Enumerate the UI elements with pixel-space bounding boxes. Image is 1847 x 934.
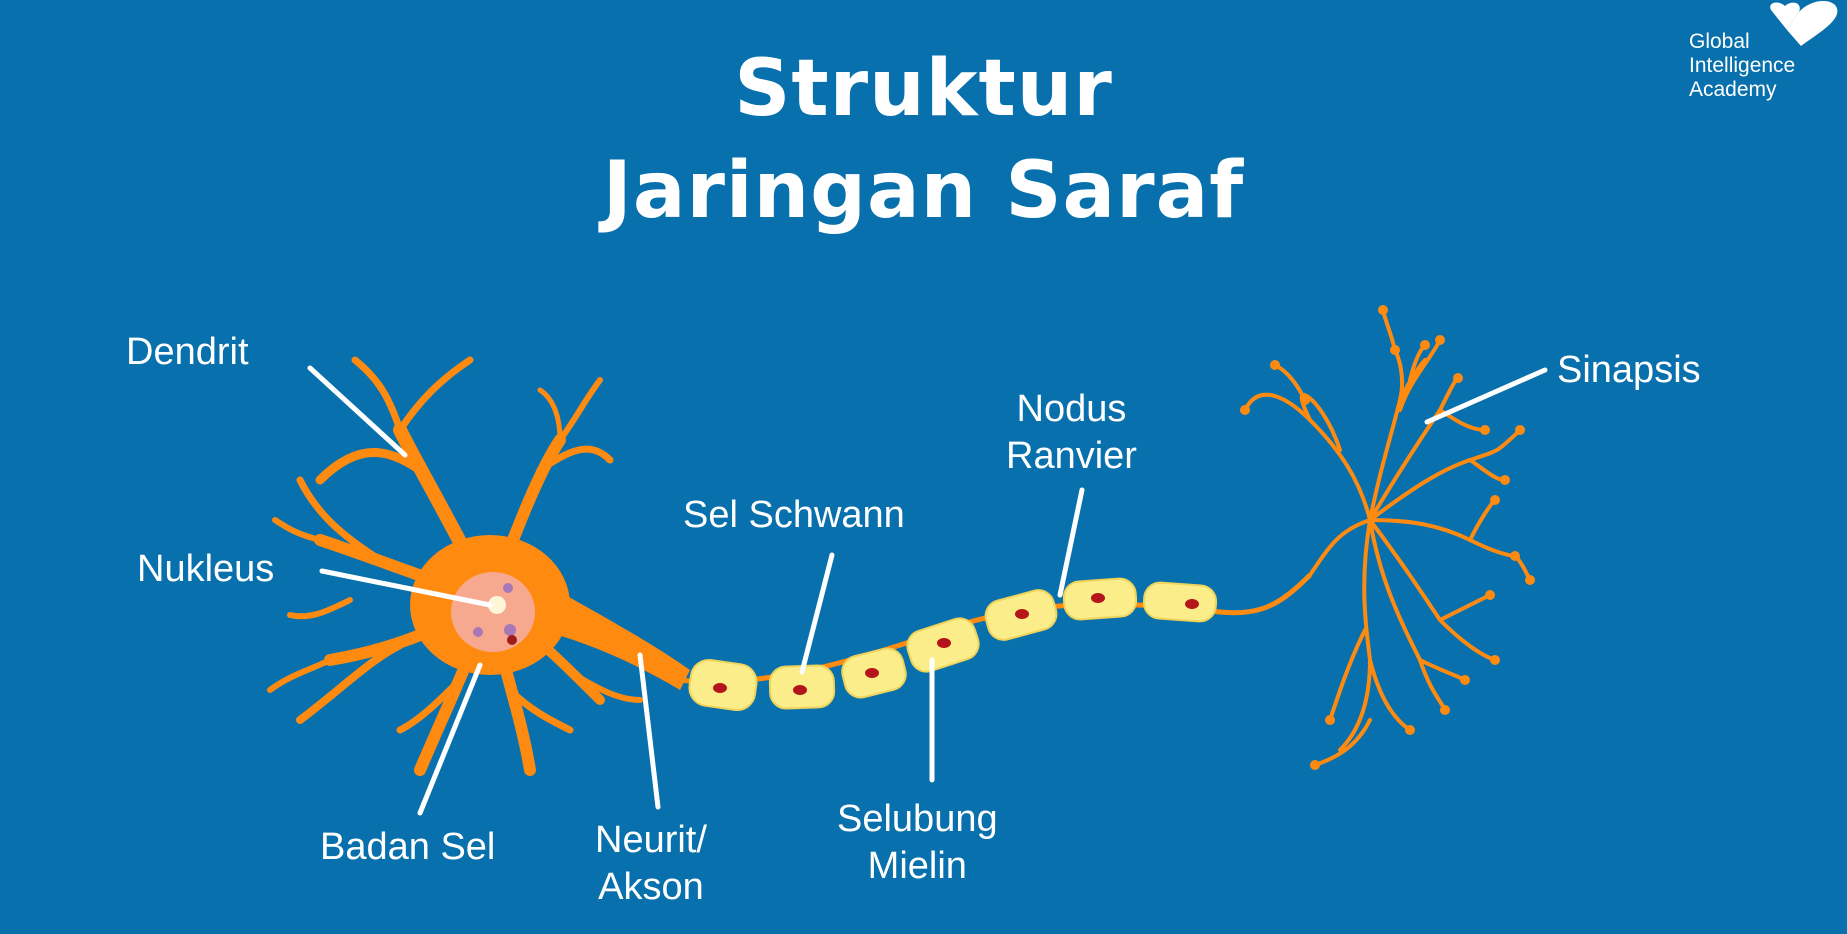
myelin-sheath — [688, 577, 1218, 712]
label-selubung-mielin: Selubung Mielin — [837, 796, 998, 890]
leader-lines — [307, 365, 1548, 816]
label-nodus-line-2: Ranvier — [1006, 435, 1137, 477]
label-nodus-line-1: Nodus — [1016, 388, 1127, 430]
label-sel-schwann: Sel Schwann — [683, 494, 905, 536]
label-sinapsis: Sinapsis — [1557, 349, 1701, 391]
organelle-dot — [503, 583, 513, 593]
synaptic-knobs — [1240, 305, 1535, 770]
label-selubung-line-2: Mielin — [867, 845, 967, 887]
brand-line-3: Academy — [1689, 78, 1777, 101]
label-selubung-line-1: Selubung — [837, 798, 998, 840]
brand-line-2: Intelligence — [1689, 54, 1796, 77]
academy-logo-icon — [1770, 0, 1838, 46]
label-badan-sel: Badan Sel — [320, 826, 496, 868]
title-line-1: Struktur — [734, 44, 1113, 134]
schwann-cell-nuclei — [713, 593, 1199, 695]
title-line-2: Jaringan Saraf — [602, 146, 1245, 236]
label-neurit-akson: Neurit/ Akson — [595, 817, 707, 911]
label-nukleus: Nukleus — [137, 548, 275, 590]
organelle-dot — [504, 624, 516, 636]
axon-hillock — [540, 580, 690, 690]
label-neurit-line-1: Neurit/ — [595, 819, 707, 861]
axon-terminals — [1243, 308, 1532, 767]
organelle-dot — [507, 635, 517, 645]
brand-line-1: Global — [1689, 30, 1750, 53]
label-dendrit: Dendrit — [126, 331, 249, 373]
label-neurit-line-2: Akson — [598, 866, 704, 908]
label-nodus-ranvier: Nodus Ranvier — [1006, 386, 1137, 480]
organelle-dot — [473, 627, 483, 637]
nucleolus — [488, 596, 506, 614]
brand-text: Global Intelligence Academy — [1689, 30, 1795, 102]
